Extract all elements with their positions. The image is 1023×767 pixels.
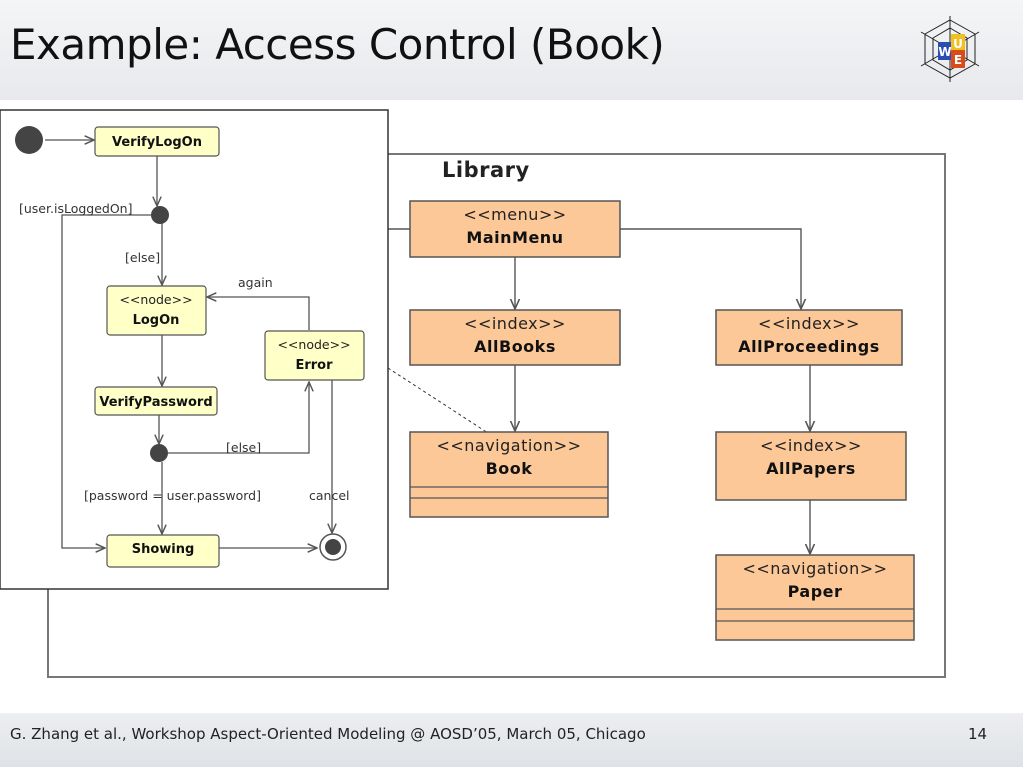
- class-stereotype: <<navigation>>: [436, 436, 581, 455]
- class-paper[interactable]: <<navigation>> Paper: [715, 554, 915, 641]
- guard-cancel: cancel: [309, 488, 350, 503]
- class-name: MainMenu: [466, 228, 563, 247]
- initial-node: [15, 126, 43, 154]
- logo-tile-red: [951, 50, 965, 68]
- slide-title: Example: Access Control (Book): [10, 20, 665, 69]
- class-book[interactable]: <<navigation>> Book: [409, 431, 609, 518]
- edge-else-error: [168, 382, 309, 454]
- action-label: Error: [295, 358, 333, 373]
- guard-password-match: [password = user.password]: [84, 488, 261, 503]
- guard-logged-on: [user.isLoggedOn]: [19, 201, 132, 216]
- slide-header: Example: Access Control (Book) U W E: [0, 0, 1023, 100]
- guard-else-password: [else]: [226, 440, 261, 455]
- logo-tile-blue: [938, 42, 952, 60]
- class-stereotype: <<menu>>: [463, 205, 566, 224]
- action-label: VerifyPassword: [99, 395, 212, 410]
- class-allpapers[interactable]: <<index>> AllPapers: [715, 431, 907, 501]
- guard-again: again: [238, 275, 273, 290]
- action-label: Showing: [132, 542, 195, 557]
- class-name: Paper: [788, 582, 843, 601]
- edge-loggedon-showing: [61, 214, 151, 548]
- action-error[interactable]: <<node>> Error: [264, 330, 365, 381]
- class-allbooks[interactable]: <<index>> AllBooks: [409, 309, 621, 366]
- logo-letter-e: E: [954, 53, 962, 67]
- class-mainmenu[interactable]: <<menu>> MainMenu: [409, 200, 621, 258]
- action-showing[interactable]: Showing: [106, 534, 220, 568]
- footer-citation: G. Zhang et al., Workshop Aspect-Oriente…: [10, 725, 646, 743]
- action-logon[interactable]: <<node>> LogOn: [106, 285, 207, 336]
- class-name: AllProceedings: [738, 337, 879, 356]
- class-allproceedings[interactable]: <<index>> AllProceedings: [715, 309, 903, 366]
- class-name: AllPapers: [766, 459, 856, 478]
- edge-mainmenu-allproceedings: [620, 228, 801, 309]
- decision-node-logon: [151, 206, 169, 224]
- logo-letter-u: U: [953, 37, 963, 51]
- action-stereotype: <<node>>: [119, 292, 192, 307]
- package-name: Library: [442, 158, 530, 182]
- guard-else-logon: [else]: [125, 250, 160, 265]
- uwe-logo: U W E: [920, 16, 980, 82]
- diagram-canvas: Library <<menu>> MainMenu <<index>> AllB…: [0, 109, 946, 678]
- class-name: Book: [486, 459, 533, 478]
- slide-footer: G. Zhang et al., Workshop Aspect-Oriente…: [0, 713, 1023, 767]
- action-verifylogon[interactable]: VerifyLogOn: [94, 126, 220, 157]
- action-label: LogOn: [133, 313, 180, 328]
- edge-error-again-logon: [207, 297, 310, 330]
- final-node-core: [325, 539, 341, 555]
- class-stereotype: <<index>>: [464, 314, 566, 333]
- class-name: AllBooks: [474, 337, 556, 356]
- page-number: 14: [968, 725, 988, 743]
- action-verifypassword[interactable]: VerifyPassword: [94, 386, 218, 416]
- dashed-annotation-link: [387, 367, 489, 434]
- action-stereotype: <<node>>: [277, 337, 350, 352]
- class-stereotype: <<index>>: [760, 436, 862, 455]
- action-label: VerifyLogOn: [112, 135, 202, 150]
- logo-letter-w: W: [938, 45, 951, 59]
- decision-node-password: [150, 444, 168, 462]
- logo-tile-yellow: [951, 34, 965, 52]
- class-stereotype: <<index>>: [758, 314, 860, 333]
- class-stereotype: <<navigation>>: [742, 559, 887, 578]
